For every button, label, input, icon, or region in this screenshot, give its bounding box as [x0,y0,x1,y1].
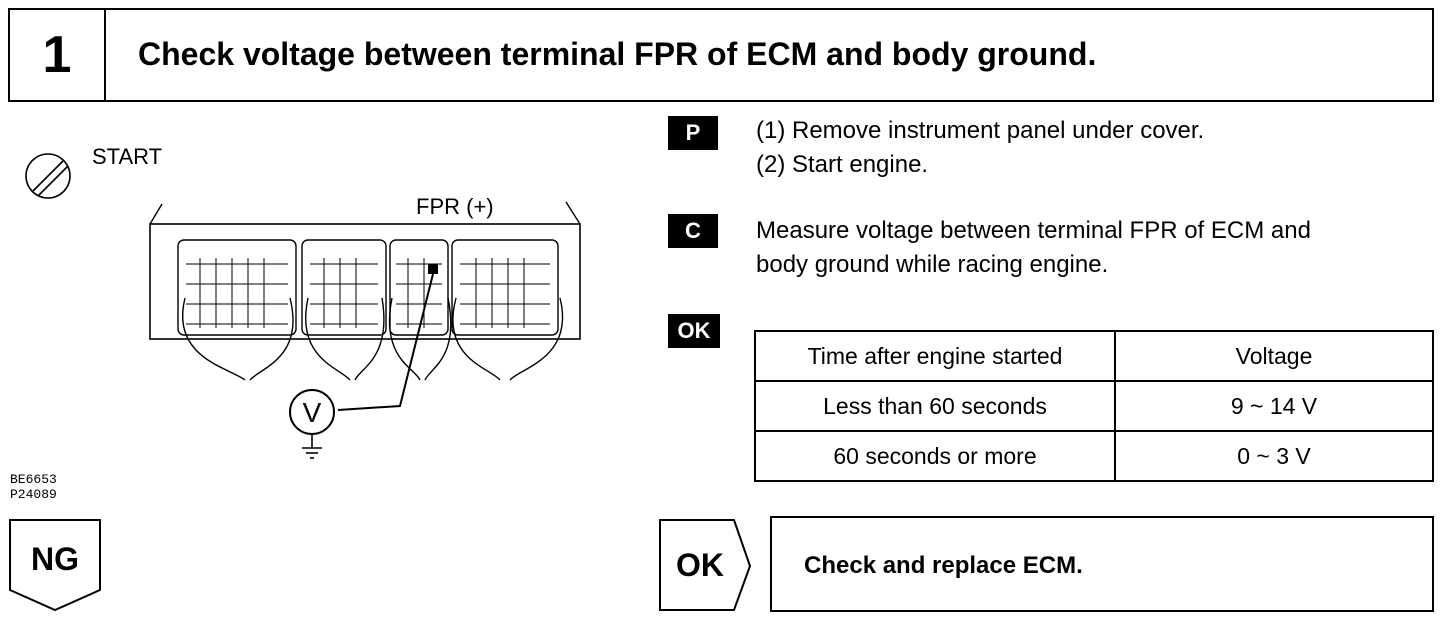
ground-icon [302,447,322,459]
ignition-label: START [92,144,162,169]
table-header-row: Time after engine started Voltage [754,330,1434,382]
ecm-housing [149,201,581,340]
table-cell-voltage: 9 ~ 14 V [1114,380,1434,432]
ok-result-box: Check and replace ECM. [770,516,1434,612]
table-cell-voltage: 0 ~ 3 V [1114,430,1434,482]
terminal-label: FPR (+) [416,194,494,219]
table-cell-time: 60 seconds or more [754,430,1116,482]
table-row: 60 seconds or more 0 ~ 3 V [754,430,1434,482]
table-header-voltage: Voltage [1114,330,1434,382]
prep-step-1: (1) Remove instrument panel under cover. [756,117,1205,144]
voltmeter-icon: V [289,389,335,448]
ok-badge: OK [668,314,720,348]
check-line-1: Measure voltage between terminal FPR of … [756,217,1311,244]
ecm-connectors [177,239,564,381]
check-line-2: body ground while racing engine. [756,251,1109,278]
figure-code-2: P24089 [10,487,57,502]
voltmeter-symbol: V [303,397,322,428]
ok-arrow: OK [659,519,752,611]
ng-arrow: NG [9,519,101,612]
check-badge: C [668,214,718,248]
table-header-time: Time after engine started [754,330,1116,382]
ng-label: NG [31,541,79,577]
voltage-spec-table: Time after engine started Voltage Less t… [754,330,1434,482]
table-cell-time: Less than 60 seconds [754,380,1116,432]
prep-step-2: (2) Start engine. [756,151,929,178]
ok-arrow-label: OK [676,547,724,583]
step-title: Check voltage between terminal FPR of EC… [138,36,1097,72]
prep-badge: P [668,116,718,150]
fpr-terminal-pin [428,264,438,274]
ok-result-text: Check and replace ECM. [804,552,1083,579]
table-row: Less than 60 seconds 9 ~ 14 V [754,380,1434,432]
figure-code-1: BE6653 [10,472,57,487]
step-header: 1 Check voltage between terminal FPR of … [8,8,1434,102]
ignition-key-icon [25,153,71,199]
ecm-wiring-diagram: START FPR (+) [25,144,581,459]
probe-lead [337,273,434,411]
step-number: 1 [10,10,106,100]
